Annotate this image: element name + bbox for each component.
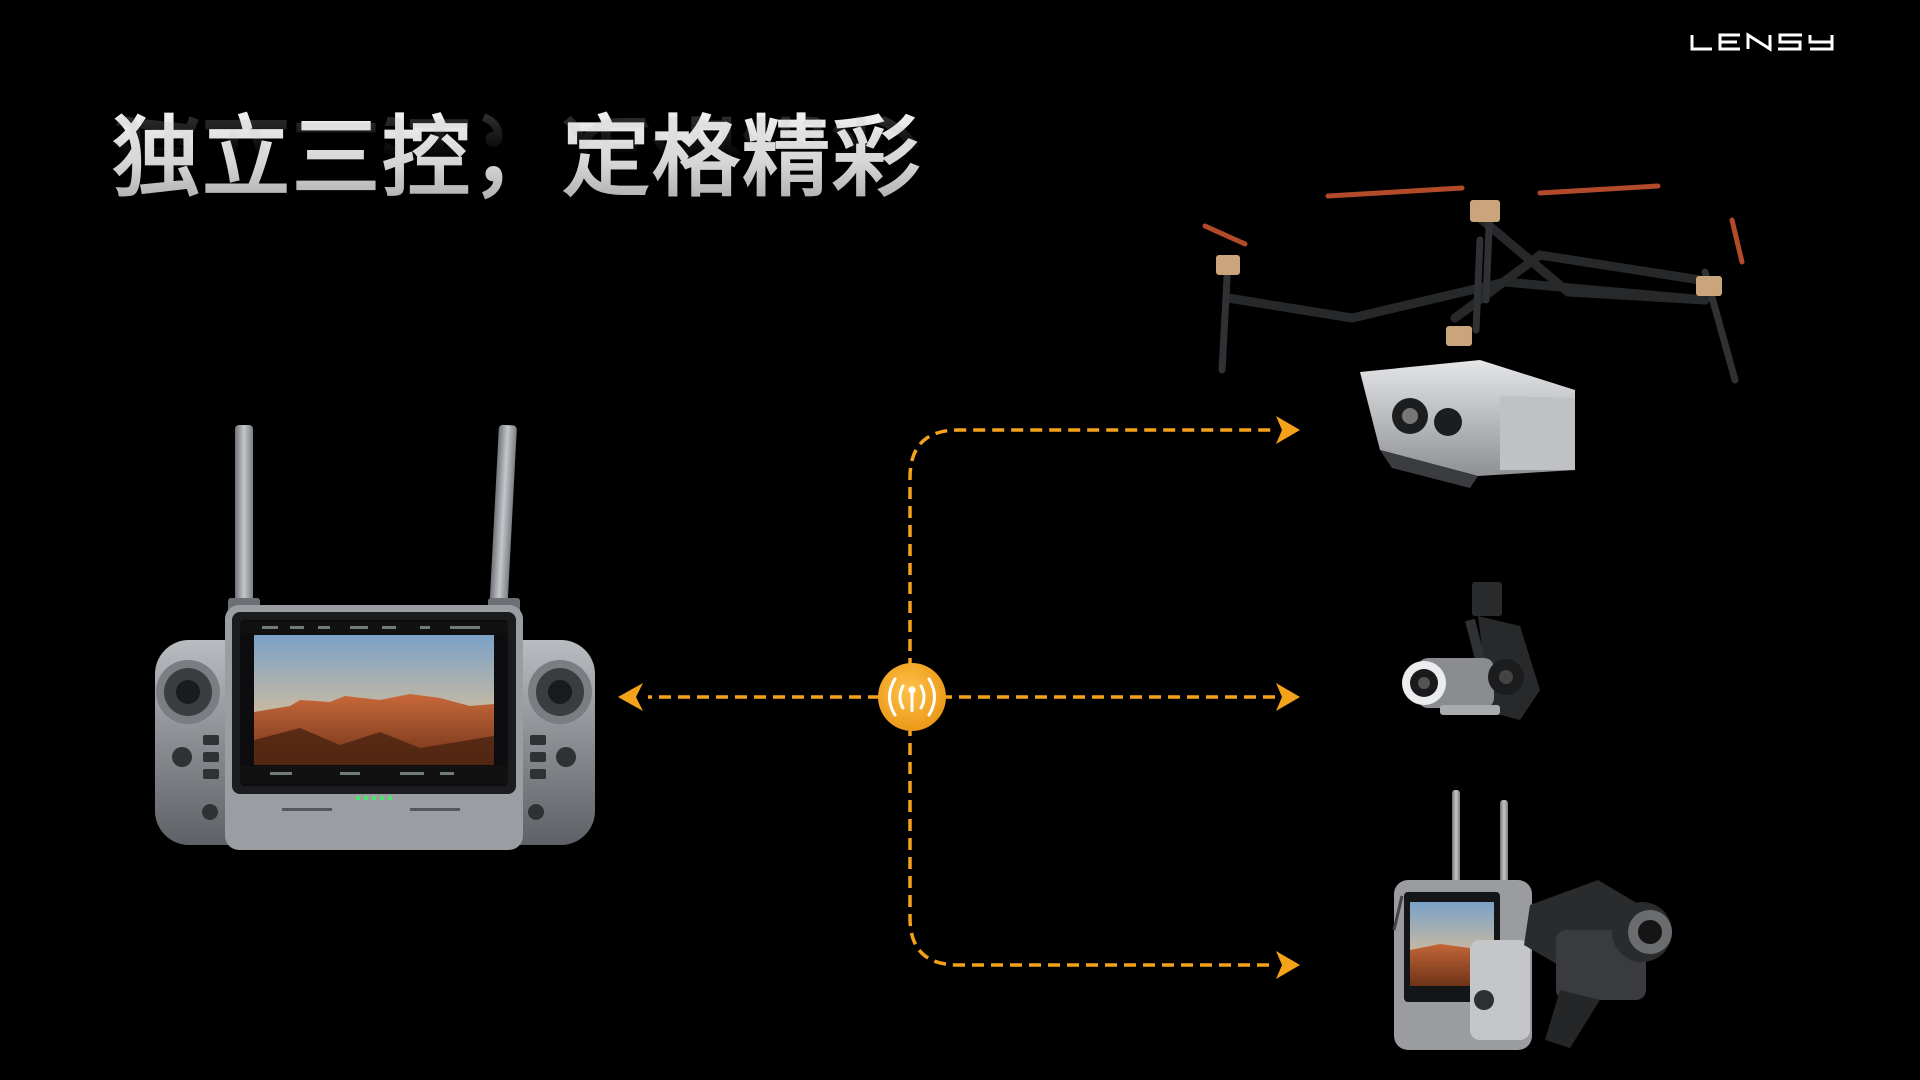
mini-gimbal bbox=[1524, 880, 1672, 1048]
gimbal-camera-device bbox=[1402, 582, 1540, 720]
remote-screen bbox=[240, 620, 508, 786]
drone-device bbox=[1202, 183, 1745, 488]
brand-logo bbox=[1690, 32, 1834, 52]
dual-controller-device bbox=[1392, 790, 1672, 1050]
signal-broadcast-icon bbox=[878, 663, 946, 731]
link-to-drone bbox=[908, 428, 1275, 670]
right-antenna bbox=[489, 424, 517, 616]
link-to-dual-controller bbox=[908, 724, 1275, 967]
connection-lines bbox=[648, 428, 1275, 967]
page-title: 独立三控，定格精彩 bbox=[112, 106, 923, 209]
right-joystick bbox=[528, 660, 592, 724]
arrow-to-dual-controller bbox=[1276, 951, 1300, 979]
left-antenna bbox=[235, 425, 253, 615]
arrow-to-remote bbox=[618, 683, 643, 711]
remote-controller-device bbox=[155, 424, 595, 850]
arrow-to-drone bbox=[1276, 416, 1300, 444]
arrow-to-camera bbox=[1276, 683, 1300, 711]
left-joystick bbox=[156, 660, 220, 724]
